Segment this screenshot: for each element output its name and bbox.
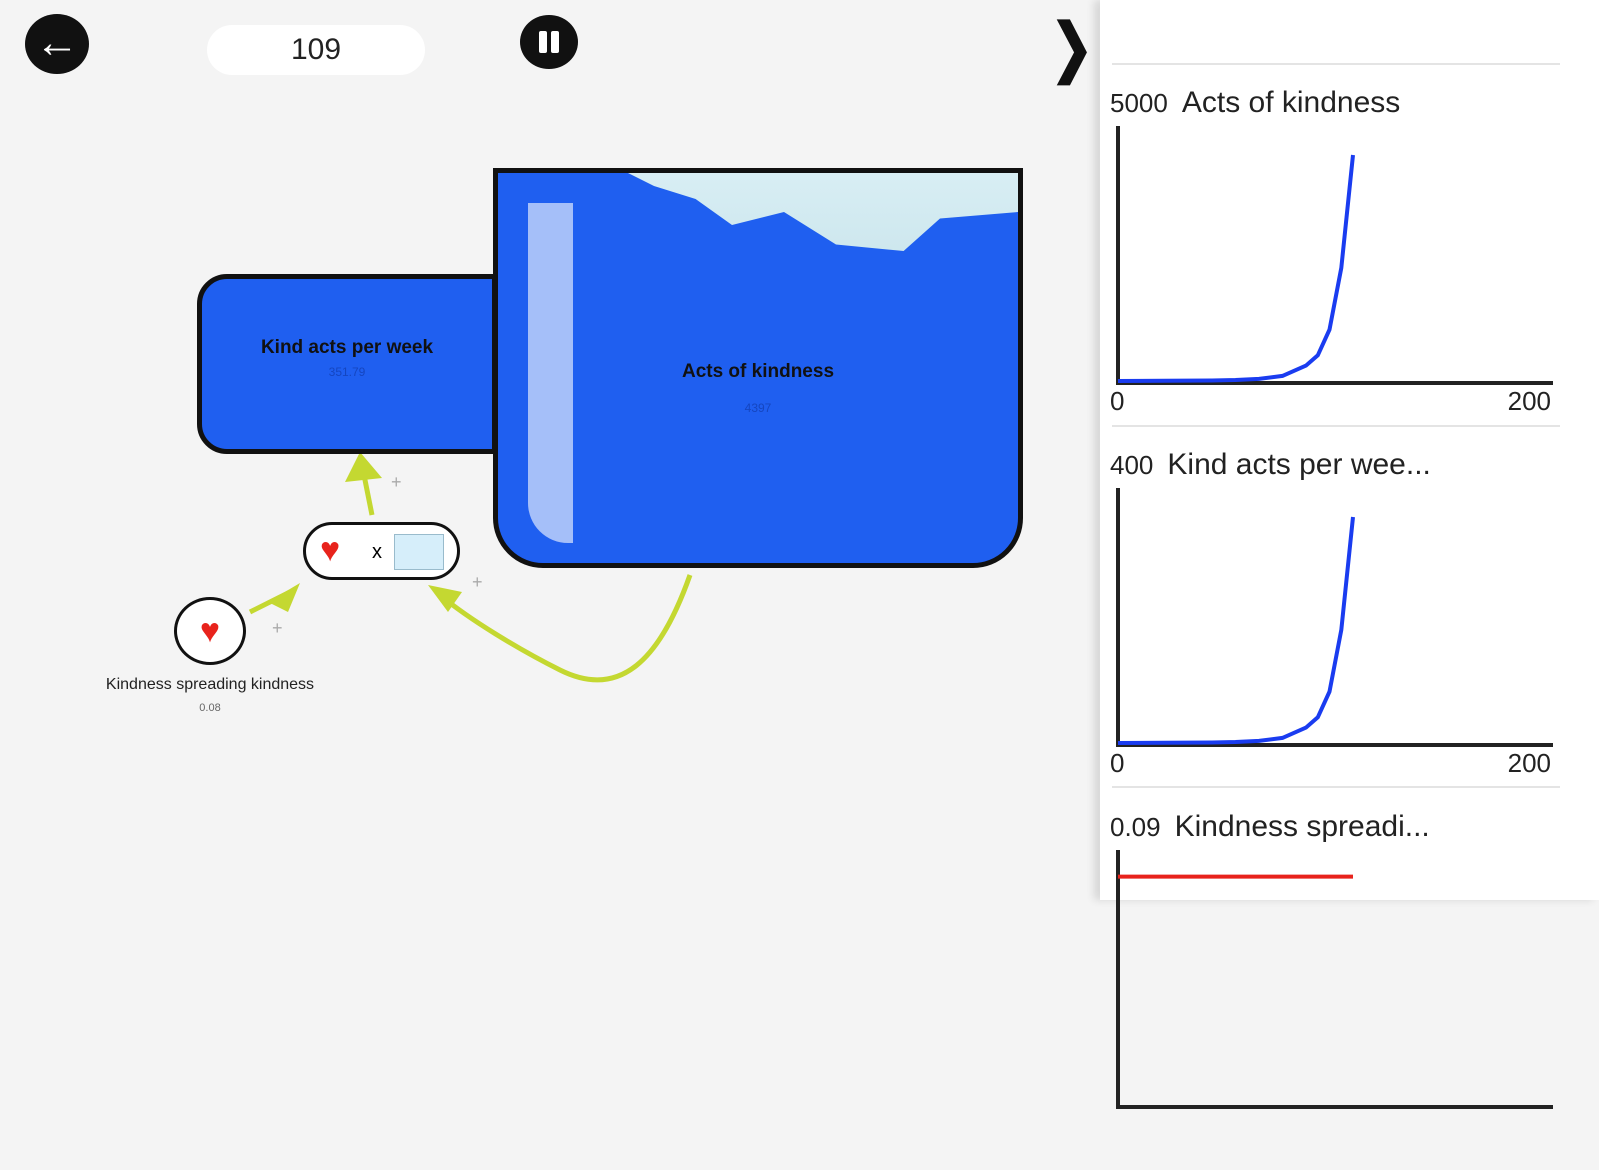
- heart-icon: ♥: [320, 531, 341, 569]
- chart-max: 0.09: [1110, 812, 1161, 842]
- heart-icon: ♥: [199, 612, 221, 650]
- chart-axes: [1116, 488, 1553, 747]
- x-tick-min: 0: [1110, 386, 1125, 416]
- chart-kind-acts-per-week: 400 Kind acts per wee... 0 200: [1108, 448, 1563, 808]
- plus-icon[interactable]: +: [472, 572, 483, 592]
- chart-max: 400: [1110, 450, 1154, 480]
- links: [248, 452, 693, 683]
- chart-title: Acts of kindness: [1181, 86, 1401, 119]
- flow-value: 351.79: [328, 365, 366, 379]
- flow-kind-acts-per-week[interactable]: Kind acts per week 351.79: [197, 274, 497, 454]
- chevron-right-icon[interactable]: ❯: [1050, 11, 1094, 83]
- converter[interactable]: ♥ x: [303, 522, 460, 580]
- x-tick-min: 0: [1110, 748, 1125, 778]
- chart-title: Kindness spreadi...: [1174, 810, 1430, 843]
- value-box: [394, 534, 444, 570]
- stock-value: 4397: [744, 401, 772, 415]
- charts-sidebar[interactable]: [1100, 0, 1599, 900]
- series-line: [1117, 516, 1355, 745]
- stock-acts-of-kindness[interactable]: Acts of kindness 4397: [493, 168, 1023, 568]
- variable-label: Kindness spreading kindness: [105, 676, 315, 693]
- variable-heart[interactable]: ♥: [174, 597, 246, 665]
- chart-axes: [1116, 850, 1553, 1109]
- chart-kindness-spreading: 0.09 Kindness spreadi...: [1108, 810, 1563, 1170]
- pause-button[interactable]: [520, 15, 578, 69]
- chart-max: 5000: [1110, 88, 1168, 118]
- flow-label: Kind acts per week: [260, 337, 434, 358]
- multiply-operator: x: [372, 541, 382, 563]
- plus-icon[interactable]: +: [272, 618, 283, 638]
- back-button[interactable]: ←: [25, 14, 89, 74]
- series-line: [1117, 154, 1355, 383]
- x-tick-max: 200: [1507, 748, 1551, 778]
- stock-label: Acts of kindness: [681, 361, 835, 382]
- x-tick-max: 200: [1507, 386, 1551, 416]
- link-stock-converter: [438, 574, 693, 683]
- chart-acts-of-kindness: 5000 Acts of kindness 0 200: [1108, 86, 1563, 446]
- chart-title: Kind acts per wee...: [1167, 448, 1431, 481]
- variable-value: 0.08: [199, 702, 221, 714]
- chart-axes: [1116, 126, 1553, 385]
- plus-icon[interactable]: +: [391, 472, 402, 492]
- step-counter: 109: [207, 25, 425, 75]
